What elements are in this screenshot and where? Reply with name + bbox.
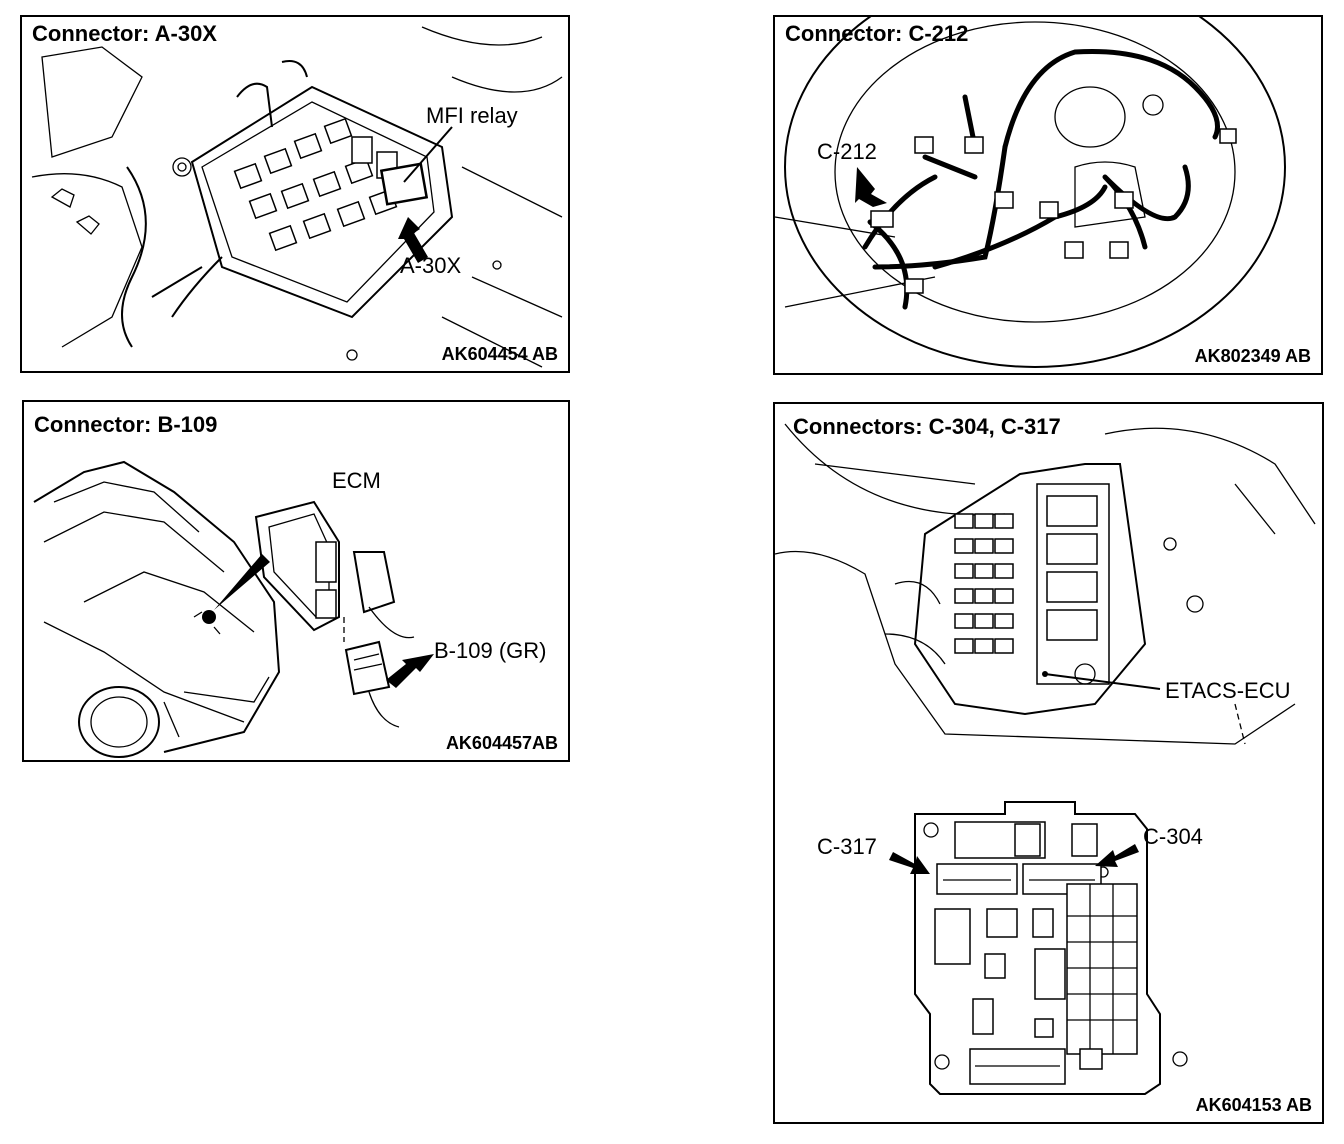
panel-c212: Connector: C-212 C-212 AK802349 AB [773,15,1323,375]
c304-label: C-304 [1143,824,1203,849]
etacs-ecu-label: ETACS-ECU [1165,678,1291,703]
panel-title: Connector: C-212 [785,21,969,46]
figure-code: AK604457AB [445,733,558,753]
ecm-label: ECM [332,468,381,493]
b109-label: B-109 (GR) [434,638,547,663]
panel-b109: Connector: B-109 ECM B-109 (GR) AK604457… [22,400,570,762]
figure-code: AK604454 AB [441,344,558,364]
figure-code: AK802349 AB [1194,346,1311,366]
engine-bay-relay-box-illustration [31,26,563,368]
panel-title: Connector: A-30X [32,21,217,46]
c212-label: C-212 [817,139,877,164]
panel-c304-c317: Connectors: C-304, C-317 ETACS-ECU C-317… [773,402,1324,1124]
panel-title: Connectors: C-304, C-317 [793,414,1061,439]
a30x-label: A-30X [400,253,462,278]
steering-wheel-illustration [775,17,1286,368]
mfi-relay-label: MFI relay [426,103,518,128]
etacs-ecu-illustration [775,423,1316,1095]
panel-title: Connector: B-109 [34,412,218,437]
c317-label: C-317 [817,834,877,859]
vehicle-ecm-illustration [33,460,434,758]
figure-code: AK604153 AB [1195,1095,1312,1115]
panel-a30x: Connector: A-30X MFI relay A-30X AK60445… [20,15,570,373]
